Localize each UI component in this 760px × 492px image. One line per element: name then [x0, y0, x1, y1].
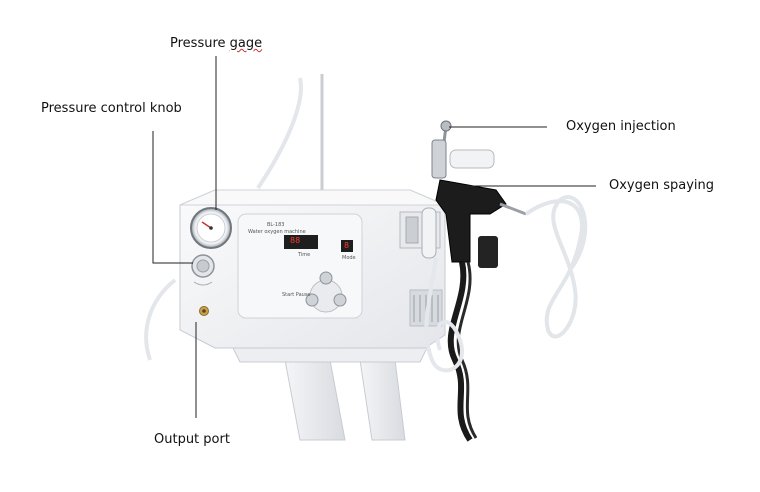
label-pressure-control-knob: Pressure control knob: [41, 101, 182, 116]
label-output-port: Output port: [154, 432, 230, 447]
display-mode: [341, 240, 353, 252]
leader-lines: [152, 56, 596, 418]
start-button[interactable]: [319, 271, 333, 285]
pressure-gauge: [190, 207, 232, 249]
pause-button[interactable]: [305, 293, 319, 307]
mode-button[interactable]: [333, 293, 347, 307]
time-label: Time: [298, 252, 311, 258]
label-oxygen-injection: Oxygen injection: [566, 119, 676, 134]
display-time-value: 88: [290, 236, 301, 245]
tube-top: [256, 77, 303, 190]
display-mode-value: 8: [344, 241, 350, 250]
panel-model: BL-183: [267, 222, 285, 228]
display-time: [284, 235, 318, 249]
button-cluster[interactable]: [305, 271, 347, 313]
oxygen-spray-gun: [435, 179, 527, 268]
start-pause-label: Start Pause: [282, 292, 311, 298]
label-oxygen-spraying: Oxygen spaying: [609, 178, 715, 193]
device-body: [179, 189, 446, 349]
label-pressure-gage: Pressure gage: [170, 36, 262, 52]
output-port: [199, 306, 209, 316]
label-pressure-gage-suffix: gage: [229, 36, 263, 51]
mode-label: Mode: [342, 255, 356, 261]
gauge-needle: [201, 221, 212, 229]
tube-left: [144, 278, 177, 361]
handpiece-holder: [399, 207, 441, 259]
black-cable: [447, 261, 473, 442]
clear-tube-right: [524, 195, 588, 339]
stand: [229, 341, 431, 441]
panel-product-name: Water oxygen machine: [248, 229, 306, 235]
leader-pressure-knob: [152, 131, 193, 264]
label-pressure-gage-prefix: Pressure: [170, 36, 230, 51]
oxygen-injection-handpiece: [431, 120, 495, 179]
clear-tube-left: [424, 257, 464, 373]
pressure-knob[interactable]: [191, 254, 215, 286]
